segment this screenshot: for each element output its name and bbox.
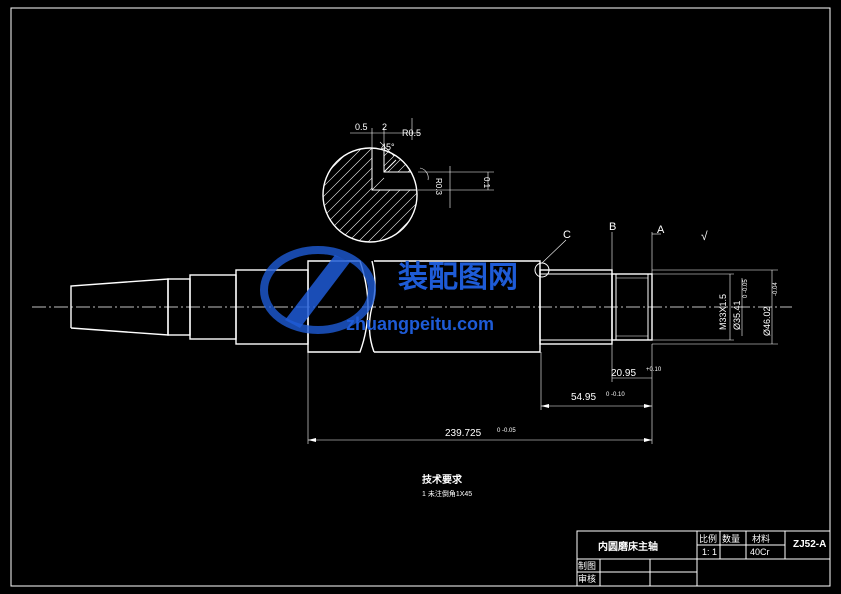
section-hatching [323,148,417,242]
tb-material-label: 材料 [752,533,770,544]
dimensions: M33X1.5 Ø35.41 0 -0.05 Ø46.02 -0.04 20.9… [307,269,779,444]
dim-dia-mid: Ø35.41 [732,300,742,330]
dim-239-725: 239.725 [445,428,482,439]
dim-20-95-tol: +0.10 [646,367,662,373]
tb-scale-label: 比例 [699,533,717,544]
watermark-logo-icon [260,246,376,334]
tb-checked-label: 审核 [578,573,596,584]
watermark-text-cn: 装配图网 [398,261,518,294]
tb-material-value: 40Cr [750,547,770,557]
dim-54-95-tol: 0 -0.10 [606,392,625,398]
drawing-frame [10,7,831,587]
label-c: C [563,229,571,241]
label-a: A [657,224,665,236]
dim-239-725-tol: 0 -0.05 [497,428,516,434]
dim-0-5: 0.5 [355,122,368,132]
tb-drawn-label: 制图 [578,560,596,571]
dim-2: 2 [382,122,387,132]
dim-dia-outer: Ø46.02 [762,306,772,336]
dim-54-95: 54.95 [571,392,596,403]
title-block: 内圆磨床主轴 比例 数量 材料 ZJ52-A 1: 1 40Cr 制图 审核 [576,530,831,587]
dim-thread: M33X1.5 [718,294,728,330]
tb-scale-value: 1: 1 [702,547,717,557]
dim-r0-3: R0.3 [434,178,443,195]
dim-45: 45° [381,142,395,152]
dim-20-95: 20.95 [611,368,636,379]
tb-part-name: 内圆磨床主轴 [598,540,658,553]
dim-dia-mid-tol: 0 -0.05 [743,279,749,298]
section-view: 0.5 2 R0.5 45° R0.3 0.1 [322,118,494,243]
tech-requirements: 技术要求 1 未注倒角1X45 [422,473,472,498]
watermark-text-en: zhuangpeitu.com [346,314,494,334]
tech-req-title: 技术要求 [422,473,463,486]
roughness-symbol: √ [701,229,708,243]
tech-req-line1: 1 未注倒角1X45 [422,489,472,498]
dim-dia-outer-tol: -0.04 [773,282,779,296]
label-b: B [609,221,616,233]
dim-0-1: 0.1 [482,177,491,189]
dim-r0-5: R0.5 [402,128,421,138]
watermark: 装配图网 zhuangpeitu.com [260,246,518,334]
section-circle [322,147,418,243]
tb-qty-label: 数量 [722,533,740,544]
tb-drawing-no: ZJ52-A [793,539,826,550]
